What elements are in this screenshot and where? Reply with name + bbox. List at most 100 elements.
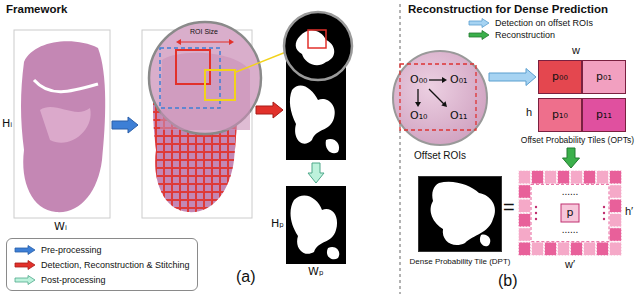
offset-cell: [610, 185, 622, 198]
legend-text: Pre-processing: [41, 245, 102, 255]
node-text: ......: [518, 224, 622, 236]
legend-text: Detection on offset ROIs: [495, 18, 593, 28]
offset-cell: [610, 199, 622, 212]
legend-row: Reconstruction: [468, 29, 593, 41]
offset-cell: [519, 214, 531, 227]
offset-cell: [571, 171, 583, 184]
ellipsis-dot: [535, 212, 537, 214]
label-text: (a): [236, 268, 256, 286]
node-text: O₁₁: [450, 110, 467, 123]
tissue-light: [40, 107, 91, 143]
panel-divider: [400, 4, 401, 294]
tumor-region: [291, 195, 338, 253]
offset-cell: [610, 171, 622, 184]
offset-cell: [519, 171, 531, 184]
legend-arrow: [469, 31, 489, 40]
offset-cell: [519, 228, 531, 241]
offset-roi-box: [400, 64, 476, 130]
legend-row: Pre-processing: [14, 242, 190, 257]
legend-text: Detection, Reconstruction & Stitching: [41, 260, 190, 270]
ellipsis-dot: [603, 212, 605, 214]
node-tile: p₁₀: [538, 98, 582, 132]
label-text: ROI Size: [190, 28, 218, 36]
tissue-zoom: [160, 53, 250, 130]
legend-arrow: [15, 275, 35, 284]
legend-text: Post-processing: [41, 275, 106, 285]
ellipsis-dot: [535, 218, 537, 220]
legend-swatch: [14, 245, 36, 255]
dimension-head: [229, 39, 234, 45]
connector-arrow: [489, 69, 536, 86]
offset-cell: [597, 171, 609, 184]
node-text: p₁₀: [539, 99, 581, 131]
label-text: Framework: [6, 3, 67, 16]
legend-row: Post-processing: [14, 272, 190, 287]
label-text: Offset ROIs: [414, 150, 466, 162]
legend-swatch: [14, 275, 36, 285]
ellipsis-dot: [535, 206, 537, 208]
legend-arrow: [469, 19, 489, 28]
offset-cell: [584, 171, 596, 184]
node-text: O₁₀: [410, 110, 427, 123]
offset-cell: [610, 242, 622, 255]
roi-box: [308, 30, 326, 48]
dimension-head: [176, 39, 181, 45]
roi-size-dimension: [178, 41, 232, 42]
legend-row: Detection on offset ROIs: [468, 17, 593, 29]
magnifier: [284, 12, 352, 80]
legend-arrow: [15, 245, 35, 254]
offset-cell: [584, 242, 596, 255]
arrow-head: [442, 77, 447, 83]
node-text: p₀₁: [583, 61, 625, 93]
roi-highlight: [205, 70, 235, 100]
node-text: Dense Probability Tile (DPT): [410, 257, 511, 266]
label-text: Hₚ: [271, 218, 284, 231]
ellipsis-dot: [603, 206, 605, 208]
label-text: Wₚ: [308, 266, 324, 279]
offset-arrow: [429, 89, 444, 104]
offset-cell: [519, 185, 531, 198]
label-text: w′: [565, 258, 575, 271]
node-text: ......: [518, 186, 622, 198]
legend-swatch: [468, 30, 490, 40]
offset-roi-drawing: [394, 52, 486, 144]
node-grid: ......p......: [518, 170, 622, 256]
pre-processing-arrow: [112, 117, 138, 133]
legend-swatch: [14, 260, 36, 270]
node-text: O₀₁: [450, 74, 467, 87]
offset-arrow: [417, 89, 418, 103]
offset-cell: [558, 242, 570, 255]
dense-map-drawing: [419, 177, 501, 251]
tumor-region: [296, 30, 335, 65]
node-text: O₀₀: [410, 74, 427, 87]
tissue-crack: [34, 80, 98, 92]
legend-swatch: [468, 18, 490, 28]
tissue: [21, 41, 105, 212]
offset-cell: [558, 171, 570, 184]
tumor-region: [480, 235, 490, 247]
label-text: Wᵢ: [54, 221, 67, 234]
offset-cell: [597, 242, 609, 255]
legend-arrow: [15, 260, 35, 269]
label-text: h′: [625, 205, 633, 218]
node-text: p₁₁: [583, 99, 625, 131]
node-tile: p₁₁: [582, 98, 626, 132]
magnifier: [149, 22, 261, 134]
node-circ: O₀₀ O₀₁ O₁₀ O₁₁: [392, 50, 488, 146]
probability-map: [286, 186, 346, 264]
slide-frame: [14, 30, 110, 218]
node-text: Offset Probability Tiles (OPTs): [521, 136, 634, 146]
node-tile: p₀₁: [582, 60, 626, 94]
legend-row: Detection, Reconstruction & Stitching: [14, 257, 190, 272]
legend-text: Reconstruction: [495, 30, 555, 40]
detection-arrow: [256, 102, 283, 118]
legend-box: Pre-processingDetection, Reconstruction …: [6, 238, 198, 291]
node-tile: p₀₀: [538, 60, 582, 94]
label-text: =: [503, 196, 515, 219]
offset-cell: [532, 242, 544, 255]
arrow-head: [441, 101, 447, 107]
offset-cell: [519, 242, 531, 255]
offset-cell: [532, 171, 544, 184]
node-dpt: Dense Probability Tile (DPT): [418, 176, 502, 252]
